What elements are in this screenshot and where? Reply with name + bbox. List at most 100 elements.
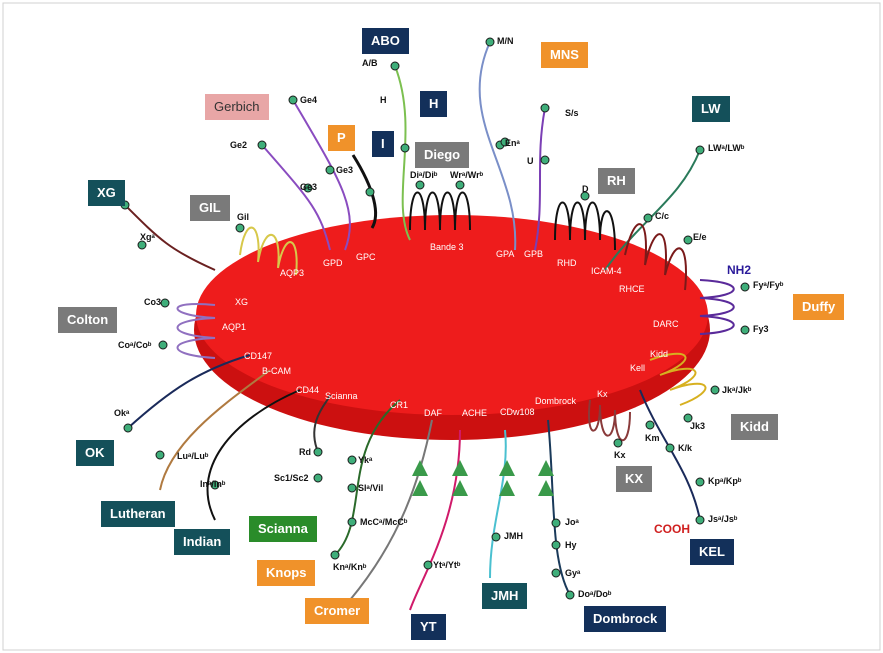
antigen-do: Doᵃ/Doᵇ	[578, 589, 612, 599]
antigen-in: Inᵃ/Inᵇ	[200, 479, 226, 489]
rh-label: RH	[598, 168, 635, 194]
aqp3-loops	[239, 226, 298, 276]
antigen-u: U	[527, 156, 534, 166]
protein-bcam: B-CAM	[262, 366, 291, 376]
antigen-yk: Ykᵃ	[358, 455, 373, 465]
duffy-label: Duffy	[793, 294, 845, 320]
gerbich-chain-1	[292, 99, 351, 251]
jmh-chain	[489, 429, 507, 579]
protein-icam4: ICAM-4	[591, 266, 622, 276]
protein-cdw108: CDw108	[500, 407, 535, 417]
protein-rhd: RHD	[557, 258, 577, 268]
colton-label: Colton	[58, 307, 118, 333]
protein-gpb: GPB	[524, 249, 544, 259]
antigen-ge3: Ge3	[300, 182, 318, 192]
protein-band3: Bande 3	[430, 242, 464, 252]
yt-label: YT	[411, 614, 446, 640]
kx-loops	[588, 399, 631, 442]
p-chain	[351, 154, 378, 229]
kidd-loops	[649, 352, 707, 406]
knops-chain	[334, 399, 401, 556]
yt-chain	[409, 429, 461, 611]
lutheran-label: Lutheran	[101, 501, 175, 527]
protein-xg: XG	[235, 297, 249, 307]
nh2-terminus: NH2	[727, 263, 752, 277]
protein-kidd: Kidd	[650, 349, 669, 359]
protein-rhce: RHCE	[619, 284, 645, 294]
protein-aqp3: AQP3	[280, 268, 305, 278]
antigen-en: Enᵃ	[505, 138, 520, 148]
antigen-co3: Co3	[144, 297, 162, 307]
antigen-lu: Luᵃ/Luᵇ	[177, 451, 209, 461]
xg-label: XG	[88, 180, 125, 206]
cooh-terminus: COOH	[654, 522, 690, 536]
antigen-ee: E/e	[693, 232, 707, 242]
gerbich-chain-2	[261, 144, 331, 251]
protein-cd44: CD44	[296, 385, 320, 395]
protein-scianna: Scianna	[325, 391, 358, 401]
antigen-markers	[120, 37, 750, 600]
kx-label: KX	[616, 466, 653, 492]
protein-gpd: GPD	[323, 258, 343, 268]
antigen-hy: Hy	[565, 540, 577, 550]
protein-cd147: CD147	[244, 351, 273, 361]
indian-label: Indian	[174, 529, 231, 555]
abo-label: ABO	[362, 28, 409, 54]
kel-chain	[639, 389, 701, 521]
gpi-anchors	[412, 460, 554, 496]
antigen-co: Coᵃ/Coᵇ	[118, 340, 152, 350]
antigen-fy3: Fy3	[753, 324, 769, 334]
antigen-fy: Fyᵃ/Fyᵇ	[753, 280, 784, 290]
antigen-js: Jsᵃ/Jsᵇ	[708, 514, 738, 524]
indian-chain	[206, 389, 301, 521]
protein-cr1: CR1	[390, 400, 409, 410]
protein-dombrock: Dombrock	[535, 396, 577, 406]
antigen-di: Diᵃ/Diᵇ	[410, 170, 438, 180]
antigen-ge2: Ge2	[230, 140, 248, 150]
gpb-chain	[534, 107, 546, 251]
protein-darc: DARC	[653, 319, 679, 329]
abo-chain	[394, 65, 411, 241]
gerbich-label: Gerbich	[205, 94, 269, 120]
antigen-d: D	[582, 184, 589, 194]
antigen-ab: A/B	[362, 58, 378, 68]
jmh-label: JMH	[482, 583, 528, 609]
rhce-loops	[624, 223, 687, 291]
protein-ache: ACHE	[462, 408, 488, 418]
kel-label: KEL	[690, 539, 734, 565]
antigen-jmh: JMH	[504, 531, 524, 541]
antigen-jk3: Jk3	[690, 421, 706, 431]
ok-label: OK	[76, 440, 114, 466]
cromer-label: Cromer	[305, 598, 370, 624]
p-label: P	[328, 125, 355, 151]
protein-daf: DAF	[424, 408, 442, 418]
antigen-mcc: McCᵃ/McCᵇ	[360, 517, 408, 527]
lw-label: LW	[692, 96, 730, 122]
protein-aqp1: AQP1	[222, 322, 247, 332]
xg-chain	[124, 204, 216, 271]
antigen-kx: Kx	[614, 450, 626, 460]
antigen-mn: M/N	[497, 36, 514, 46]
antigen-cc: C/c	[655, 211, 670, 221]
darc-loops	[699, 279, 735, 335]
antigen-ge4: Ge4	[300, 95, 318, 105]
antigen-kk: K/k	[678, 443, 693, 453]
antigen-km: Km	[645, 433, 660, 443]
h-label: H	[420, 91, 448, 117]
membrane-surface	[196, 215, 708, 415]
protein-kell: Kell	[630, 363, 646, 373]
antigen-xg: Xgᵃ	[140, 232, 155, 242]
gil-label: GIL	[190, 195, 230, 221]
protein-kx: Kx	[597, 389, 608, 399]
mns-label: MNS	[541, 42, 588, 68]
antigen-wr: Wrᵃ/Wrᵇ	[450, 170, 484, 180]
antigen-h: H	[380, 95, 387, 105]
knops-label: Knops	[257, 560, 316, 586]
gpa-chain	[478, 41, 517, 251]
protein-gpc: GPC	[356, 252, 376, 262]
antigen-ss: S/s	[565, 108, 579, 118]
antigen-jo: Joᵃ	[565, 517, 579, 527]
antigen-sc: Sc1/Sc2	[274, 473, 309, 483]
